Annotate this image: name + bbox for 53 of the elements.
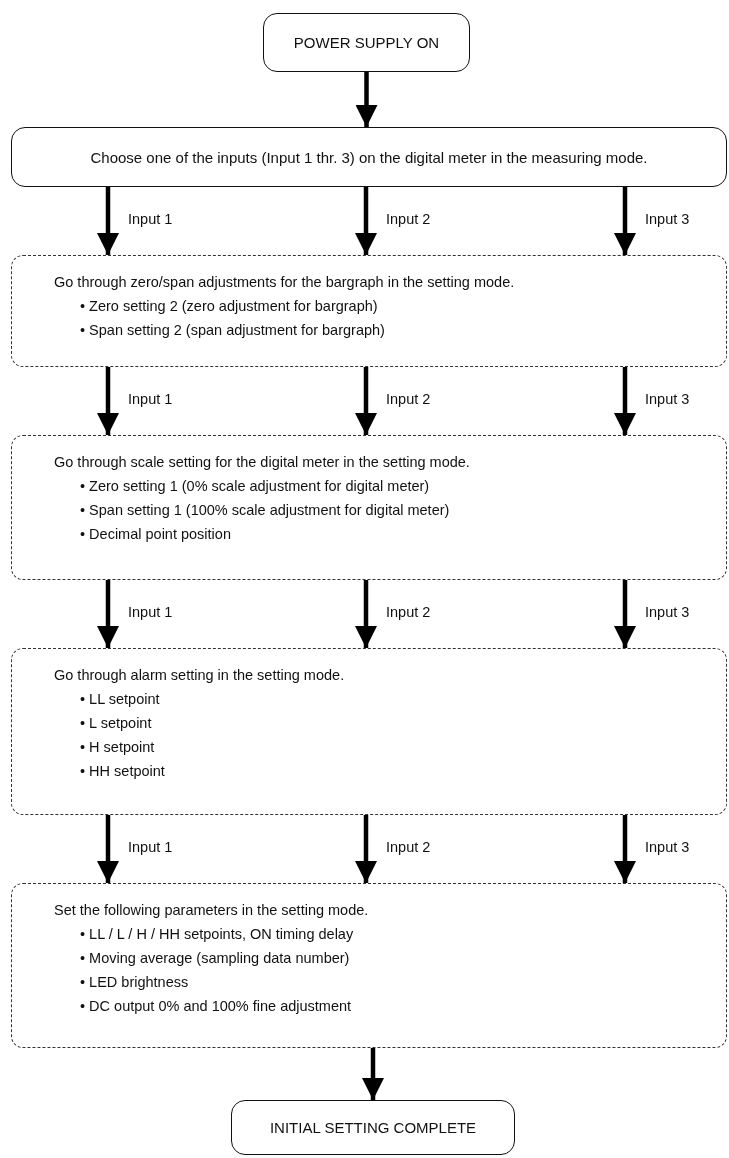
- edge-label: Input 1: [126, 391, 175, 407]
- edge-label: Input 3: [643, 391, 692, 407]
- arrow: [355, 187, 377, 255]
- arrow: [97, 367, 119, 435]
- arrow: [614, 187, 636, 255]
- edge-label: Input 3: [643, 839, 692, 855]
- arrow: [614, 367, 636, 435]
- edge-label: Input 1: [126, 604, 175, 620]
- process-group: [11, 255, 727, 367]
- arrow: [97, 815, 119, 883]
- bullet-item: • LL setpoint: [79, 690, 161, 709]
- bullet-item: • DC output 0% and 100% fine adjustment: [79, 997, 353, 1016]
- end-terminal: [231, 1100, 515, 1155]
- terminal-label: Choose one of the inputs (Input 1 thr. 3) on the digital meter in the measuring mode.: [90, 148, 648, 166]
- bullet-item: • LL / L / H / HH setpoints, ON timing delay: [79, 925, 355, 944]
- terminal-label: INITIAL SETTING COMPLETE: [269, 1119, 477, 1136]
- bullet-item: • Zero setting 2 (zero adjustment for bargraph): [79, 297, 379, 316]
- arrow: [97, 187, 119, 255]
- bullet-item: • H setpoint: [79, 738, 156, 757]
- edge-label: Input 2: [384, 604, 433, 620]
- edge-label: Input 3: [643, 604, 692, 620]
- arrow: [355, 72, 378, 127]
- edge-label: Input 1: [126, 839, 175, 855]
- start-terminal: [263, 13, 470, 72]
- process-box: [11, 127, 727, 187]
- bullet-item: • Moving average (sampling data number): [79, 949, 351, 968]
- arrow: [355, 580, 377, 648]
- arrow: [614, 580, 636, 648]
- step-heading: Go through alarm setting in the setting mode.: [54, 666, 346, 685]
- edge-label: Input 2: [384, 391, 433, 407]
- process-group: [11, 435, 727, 580]
- arrow: [362, 1048, 384, 1100]
- terminal-label: POWER SUPPLY ON: [293, 34, 440, 51]
- edge-label: Input 2: [384, 839, 433, 855]
- step-heading: Go through zero/span adjustments for the bargraph in the setting mode.: [54, 273, 516, 292]
- process-group: [11, 883, 727, 1048]
- edge-label: Input 2: [384, 211, 433, 227]
- arrow: [355, 815, 377, 883]
- bullet-item: • Span setting 2 (span adjustment for bargraph): [79, 321, 386, 340]
- edge-label: Input 1: [126, 211, 175, 227]
- step-heading: Set the following parameters in the setting mode.: [54, 901, 370, 920]
- bullet-item: • Span setting 1 (100% scale adjustment for digital meter): [79, 501, 451, 520]
- bullet-item: • Zero setting 1 (0% scale adjustment for digital meter): [79, 477, 431, 496]
- arrow: [614, 815, 636, 883]
- process-group: [11, 648, 727, 815]
- bullet-item: • Decimal point position: [79, 525, 232, 544]
- arrow: [97, 580, 119, 648]
- step-heading: Go through scale setting for the digital meter in the setting mode.: [54, 453, 471, 472]
- edge-label: Input 3: [643, 211, 692, 227]
- arrow: [355, 367, 377, 435]
- bullet-item: • L setpoint: [79, 714, 153, 733]
- bullet-item: • LED brightness: [79, 973, 190, 992]
- bullet-item: • HH setpoint: [79, 762, 166, 781]
